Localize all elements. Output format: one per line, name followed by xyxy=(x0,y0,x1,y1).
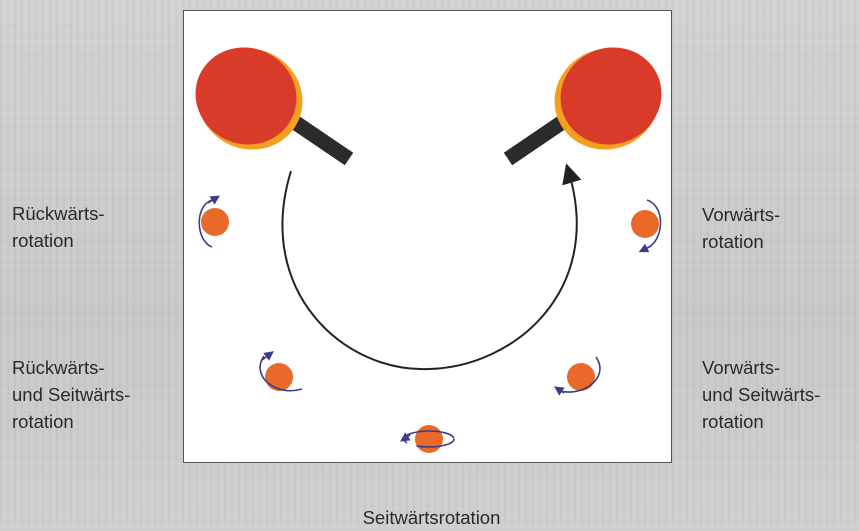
left-paddle-icon xyxy=(184,31,349,167)
backspin-ball-icon xyxy=(199,198,229,247)
diagram-panel xyxy=(183,10,672,463)
trajectory-arc xyxy=(282,171,576,369)
spin-diagram xyxy=(184,11,673,464)
topspin-ball-icon xyxy=(631,200,661,250)
label-back-side-spin: Rückwärts- und Seitwärts- rotation xyxy=(12,354,130,435)
label-top-side-spin: Vorwärts- und Seitwärts- rotation xyxy=(702,354,820,435)
back-side-spin-ball-icon xyxy=(260,354,302,391)
top-side-spin-ball-icon xyxy=(558,357,600,393)
label-topspin: Vorwärts- rotation xyxy=(702,201,780,255)
label-backspin: Rückwärts- rotation xyxy=(12,200,105,254)
side-spin-ball-icon xyxy=(404,425,454,453)
right-paddle-icon xyxy=(508,31,673,167)
